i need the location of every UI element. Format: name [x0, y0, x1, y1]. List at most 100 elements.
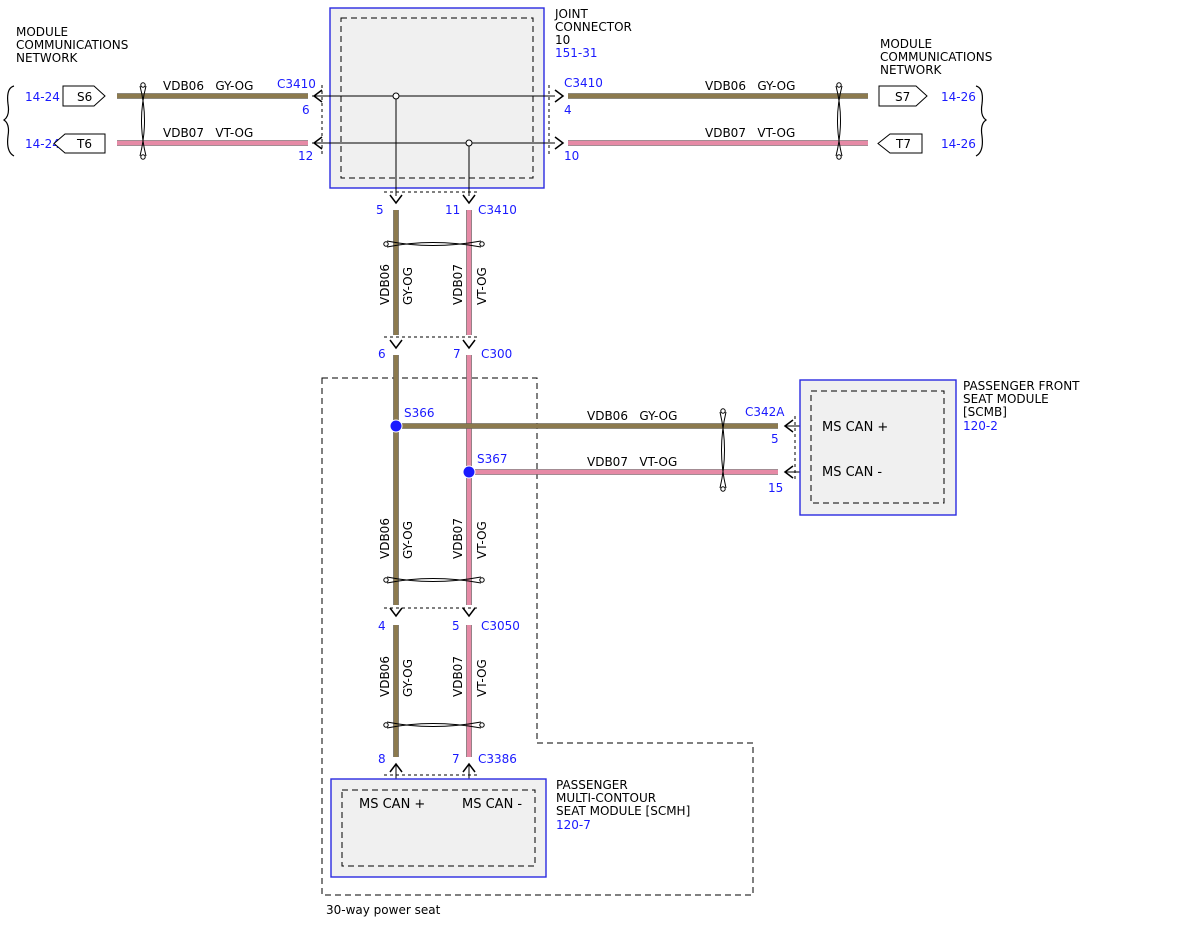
twist-end [383, 722, 389, 728]
branch-twist-symbol [719, 411, 727, 489]
left-twist-symbol [139, 85, 147, 157]
v1-w2-circuit: VDB07 [451, 264, 465, 305]
left-network-label-line1: MODULE [16, 25, 68, 39]
joint-connector-box[interactable] [329, 7, 545, 189]
c342a-pin-5: 5 [771, 432, 779, 446]
joint-node-2 [465, 139, 473, 147]
t6-tag-shape [53, 133, 106, 154]
scmh-ref[interactable]: 120-7 [556, 818, 591, 832]
twist-end [383, 577, 389, 583]
v2-w1-color: GY-OG [401, 521, 415, 559]
joint-connector-title-1: JOINT [554, 7, 589, 21]
v3-twist-symbol [386, 721, 482, 729]
left-t-ref[interactable]: 14-24 [25, 137, 60, 151]
right-wire1-label: VDB06 GY-OG [705, 79, 795, 93]
v1-twist-symbol [386, 240, 482, 248]
scmb-module-box[interactable] [799, 379, 957, 516]
twist-end [140, 154, 146, 160]
c300-arrow-2 [462, 339, 476, 350]
splice-s367[interactable] [462, 465, 476, 479]
s6-tag-shape [62, 85, 106, 107]
left-wire2-label: VDB07 VT-OG [163, 126, 253, 140]
scmb-module-inner [810, 390, 945, 504]
right-network-label-line1: MODULE [880, 37, 932, 51]
scmb-pin2-label: MS CAN - [822, 465, 882, 480]
v2-w1-circuit: VDB06 [378, 518, 392, 559]
down-pin-5: 5 [376, 203, 384, 217]
splice-s367-label: S367 [477, 452, 508, 466]
joint-connector-inner [340, 17, 534, 179]
down-c3410-label: C3410 [478, 203, 517, 217]
t6-tag[interactable]: T6 [76, 137, 92, 151]
joint-connector-title-3: 10 [555, 33, 570, 47]
twist-end [720, 408, 726, 414]
right-pin-10: 10 [564, 149, 579, 163]
left-pin-6: 6 [302, 103, 310, 117]
s7-tag[interactable]: S7 [895, 90, 910, 104]
left-s-ref[interactable]: 14-24 [25, 90, 60, 104]
c3410-down-arrow-2 [462, 194, 476, 205]
s7-tag-shape [878, 85, 928, 107]
c3386-pin-7: 7 [452, 752, 460, 766]
scmh-module-box[interactable] [330, 778, 547, 878]
right-conn-arrow-1 [554, 89, 565, 103]
v3-w2-color: VT-OG [475, 659, 489, 697]
twist-end [140, 82, 146, 88]
right-conn-arrow-2 [554, 136, 565, 150]
branch-wire2-label: VDB07 VT-OG [587, 455, 677, 469]
c342a-label: C342A [745, 405, 785, 419]
scmh-title-3: SEAT MODULE [SCMH] [556, 804, 690, 818]
scmb-ref[interactable]: 120-2 [963, 419, 998, 433]
c3050-arrow-2 [462, 607, 476, 618]
harness-label: 30-way power seat [326, 903, 441, 917]
right-wire2-label: VDB07 VT-OG [705, 126, 795, 140]
scmb-title-3: [SCMB] [963, 405, 1007, 419]
joint-connector-title-2: CONNECTOR [555, 20, 632, 34]
harness-outline [321, 377, 754, 896]
splice-s366-label: S366 [404, 406, 435, 420]
v3-w1-circuit: VDB06 [378, 656, 392, 697]
splice-s366[interactable] [389, 419, 403, 433]
v2-w2-color: VT-OG [475, 521, 489, 559]
c300-arrow-1 [389, 339, 403, 350]
t7-tag[interactable]: T7 [895, 137, 911, 151]
c300-pin-6: 6 [378, 347, 386, 361]
right-twist-symbol [835, 85, 843, 157]
v2-twist-symbol [386, 576, 482, 584]
scmh-title-1: PASSENGER [556, 778, 628, 792]
c300-pin-7: 7 [453, 347, 461, 361]
scmb-title-1: PASSENGER FRONT [963, 379, 1080, 393]
right-pin-4: 4 [564, 103, 572, 117]
left-network-label-line2: COMMUNICATIONS [16, 38, 128, 52]
scmh-title-2: MULTI-CONTOUR [556, 791, 656, 805]
s6-tag[interactable]: S6 [77, 90, 92, 104]
scmh-pin2-label: MS CAN - [462, 797, 522, 812]
right-brace [975, 85, 988, 157]
right-s-ref[interactable]: 14-26 [941, 90, 976, 104]
left-network-label-line3: NETWORK [16, 51, 79, 65]
branch-wire1-label: VDB06 GY-OG [587, 409, 677, 423]
joint-connector-ref[interactable]: 151-31 [555, 46, 598, 60]
right-t-ref[interactable]: 14-26 [941, 137, 976, 151]
scmh-module-inner [341, 789, 536, 867]
twist-end [479, 241, 485, 247]
twist-end [720, 486, 726, 492]
joint-node-1 [392, 92, 400, 100]
c3386-label: C3386 [478, 752, 517, 766]
twist-end [836, 154, 842, 160]
twist-end [479, 577, 485, 583]
c3386-pin-8: 8 [378, 752, 386, 766]
c300-label: C300 [481, 347, 512, 361]
right-network-label-line2: COMMUNICATIONS [880, 50, 992, 64]
c3050-pin-4: 4 [378, 619, 386, 633]
c3050-label: C3050 [481, 619, 520, 633]
left-brace [2, 85, 15, 157]
c3410-down-arrow-1 [389, 194, 403, 205]
c3050-pin-5: 5 [452, 619, 460, 633]
v3-w2-circuit: VDB07 [451, 656, 465, 697]
v1-w1-color: GY-OG [401, 267, 415, 305]
down-pin-11: 11 [445, 203, 460, 217]
twist-end [383, 241, 389, 247]
scmh-pin1-label: MS CAN + [359, 797, 425, 812]
